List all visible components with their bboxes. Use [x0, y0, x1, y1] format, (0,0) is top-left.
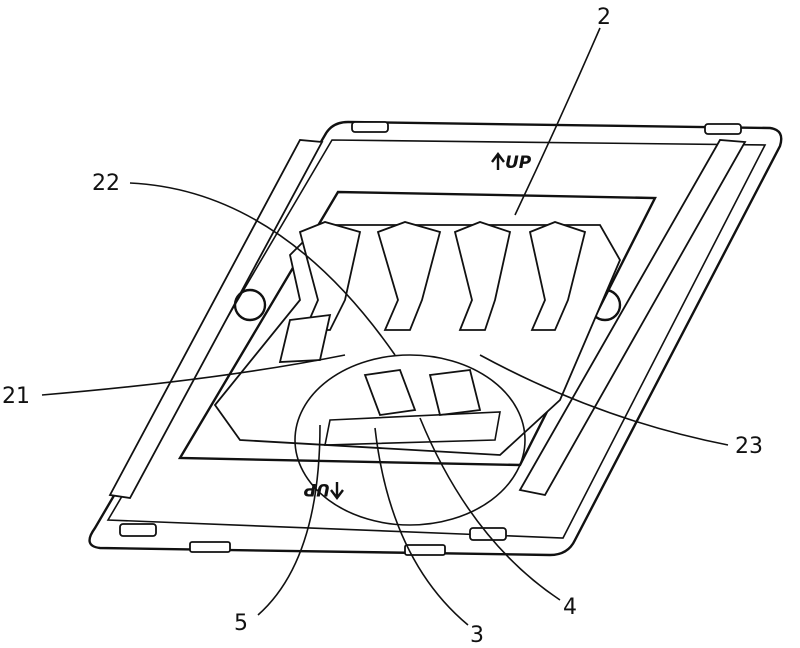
outer-frame [88, 120, 783, 557]
bottom-clip-1 [189, 541, 231, 553]
left-rail [108, 139, 324, 499]
up-arrow-top-icon [491, 152, 505, 170]
center-opening [177, 190, 657, 467]
top-tab-right [704, 123, 742, 135]
leader-5 [257, 424, 321, 616]
label-4: 4 [563, 595, 577, 620]
contact-pins [278, 221, 587, 416]
top-tab-left [351, 121, 389, 133]
screw-hole-left [233, 288, 267, 322]
label-21: 21 [2, 384, 30, 409]
leader-2 [514, 27, 601, 216]
label-22: 22 [92, 171, 120, 196]
label-2: 2 [597, 5, 611, 30]
leader-22 [129, 182, 396, 356]
label-23: 23 [735, 434, 763, 459]
right-rail [518, 139, 747, 497]
label-5: 5 [234, 611, 248, 636]
leader-21 [41, 354, 346, 396]
bottom-tab-left [119, 523, 157, 537]
leader-23 [479, 354, 729, 446]
base-strip [324, 411, 501, 446]
leader-4 [419, 417, 561, 601]
detail-circle [294, 354, 526, 526]
up-marking-top: UP [505, 153, 532, 173]
leader-3 [374, 427, 469, 626]
up-arrow-bottom-icon [330, 482, 344, 500]
bottom-clip-2 [404, 544, 446, 556]
label-3: 3 [470, 623, 484, 648]
inner-frame-edge [106, 139, 767, 539]
